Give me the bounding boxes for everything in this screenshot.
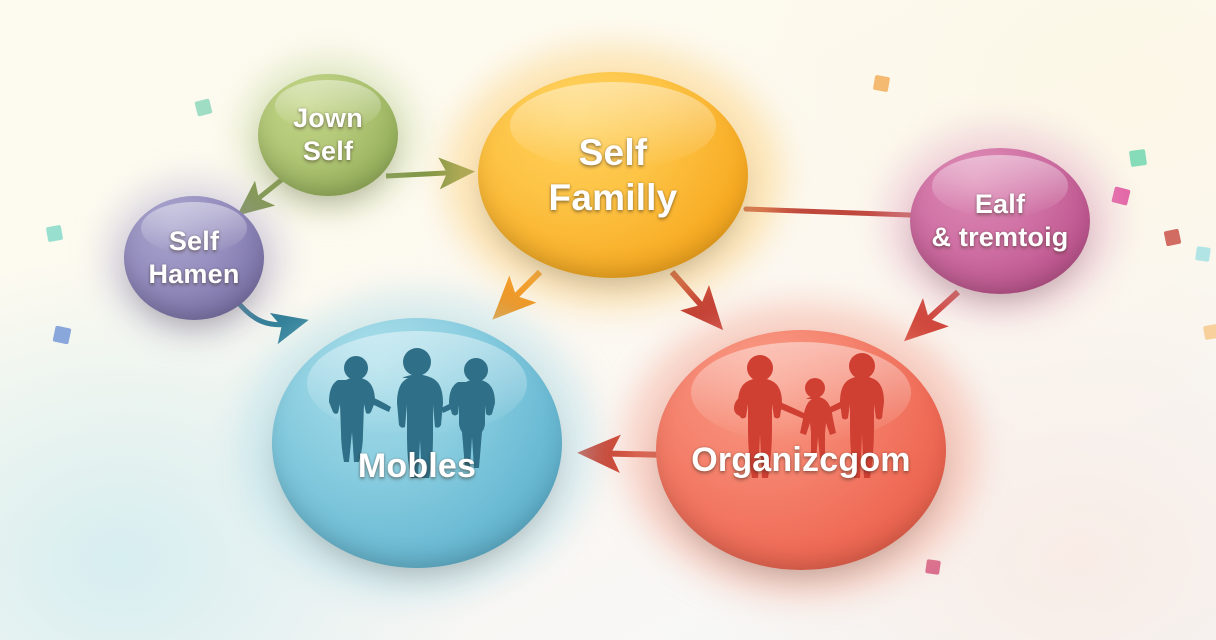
node-self-hamen[interactable]: Self Hamen bbox=[104, 180, 284, 336]
node-self-familly-body bbox=[478, 72, 748, 278]
node-own-self-label: Jown Self bbox=[293, 103, 363, 166]
node-organizcgom[interactable]: Organizcgom bbox=[624, 304, 978, 596]
node-mobles[interactable]: Mobles bbox=[240, 292, 594, 596]
node-ealf-tremtoig[interactable]: Ealf & tremtoig bbox=[884, 128, 1116, 316]
arrow-own-self-to-self-familly bbox=[385, 157, 475, 190]
node-own-self[interactable]: Jown Self bbox=[240, 58, 416, 212]
node-mobles-body bbox=[272, 318, 562, 568]
node-self-familly[interactable]: Self Familly bbox=[444, 46, 782, 308]
node-organizcgom-label: Organizcgom bbox=[691, 441, 911, 479]
node-self-familly-label: Self Familly bbox=[548, 131, 678, 218]
node-ealf-tremtoig-label: Ealf & tremtoig bbox=[931, 189, 1069, 252]
arrow-self-hamen-to-mobles bbox=[234, 298, 309, 345]
node-mobles-label: Mobles bbox=[357, 447, 477, 485]
arrow-ealf-tremtoig-to-organizcgom bbox=[904, 289, 961, 342]
line-self-familly-to-ealf-tremtoig bbox=[743, 206, 939, 219]
node-own-self-body bbox=[258, 74, 398, 196]
arrow-organizcgom-to-mobles bbox=[577, 434, 669, 474]
node-self-hamen-body bbox=[124, 196, 264, 320]
node-ealf-tremtoig-body bbox=[910, 148, 1090, 294]
node-self-hamen-label: Self Hamen bbox=[148, 226, 240, 289]
arrow-self-familly-to-mobles bbox=[492, 269, 543, 320]
arrow-self-familly-to-organizcgom bbox=[669, 270, 724, 331]
